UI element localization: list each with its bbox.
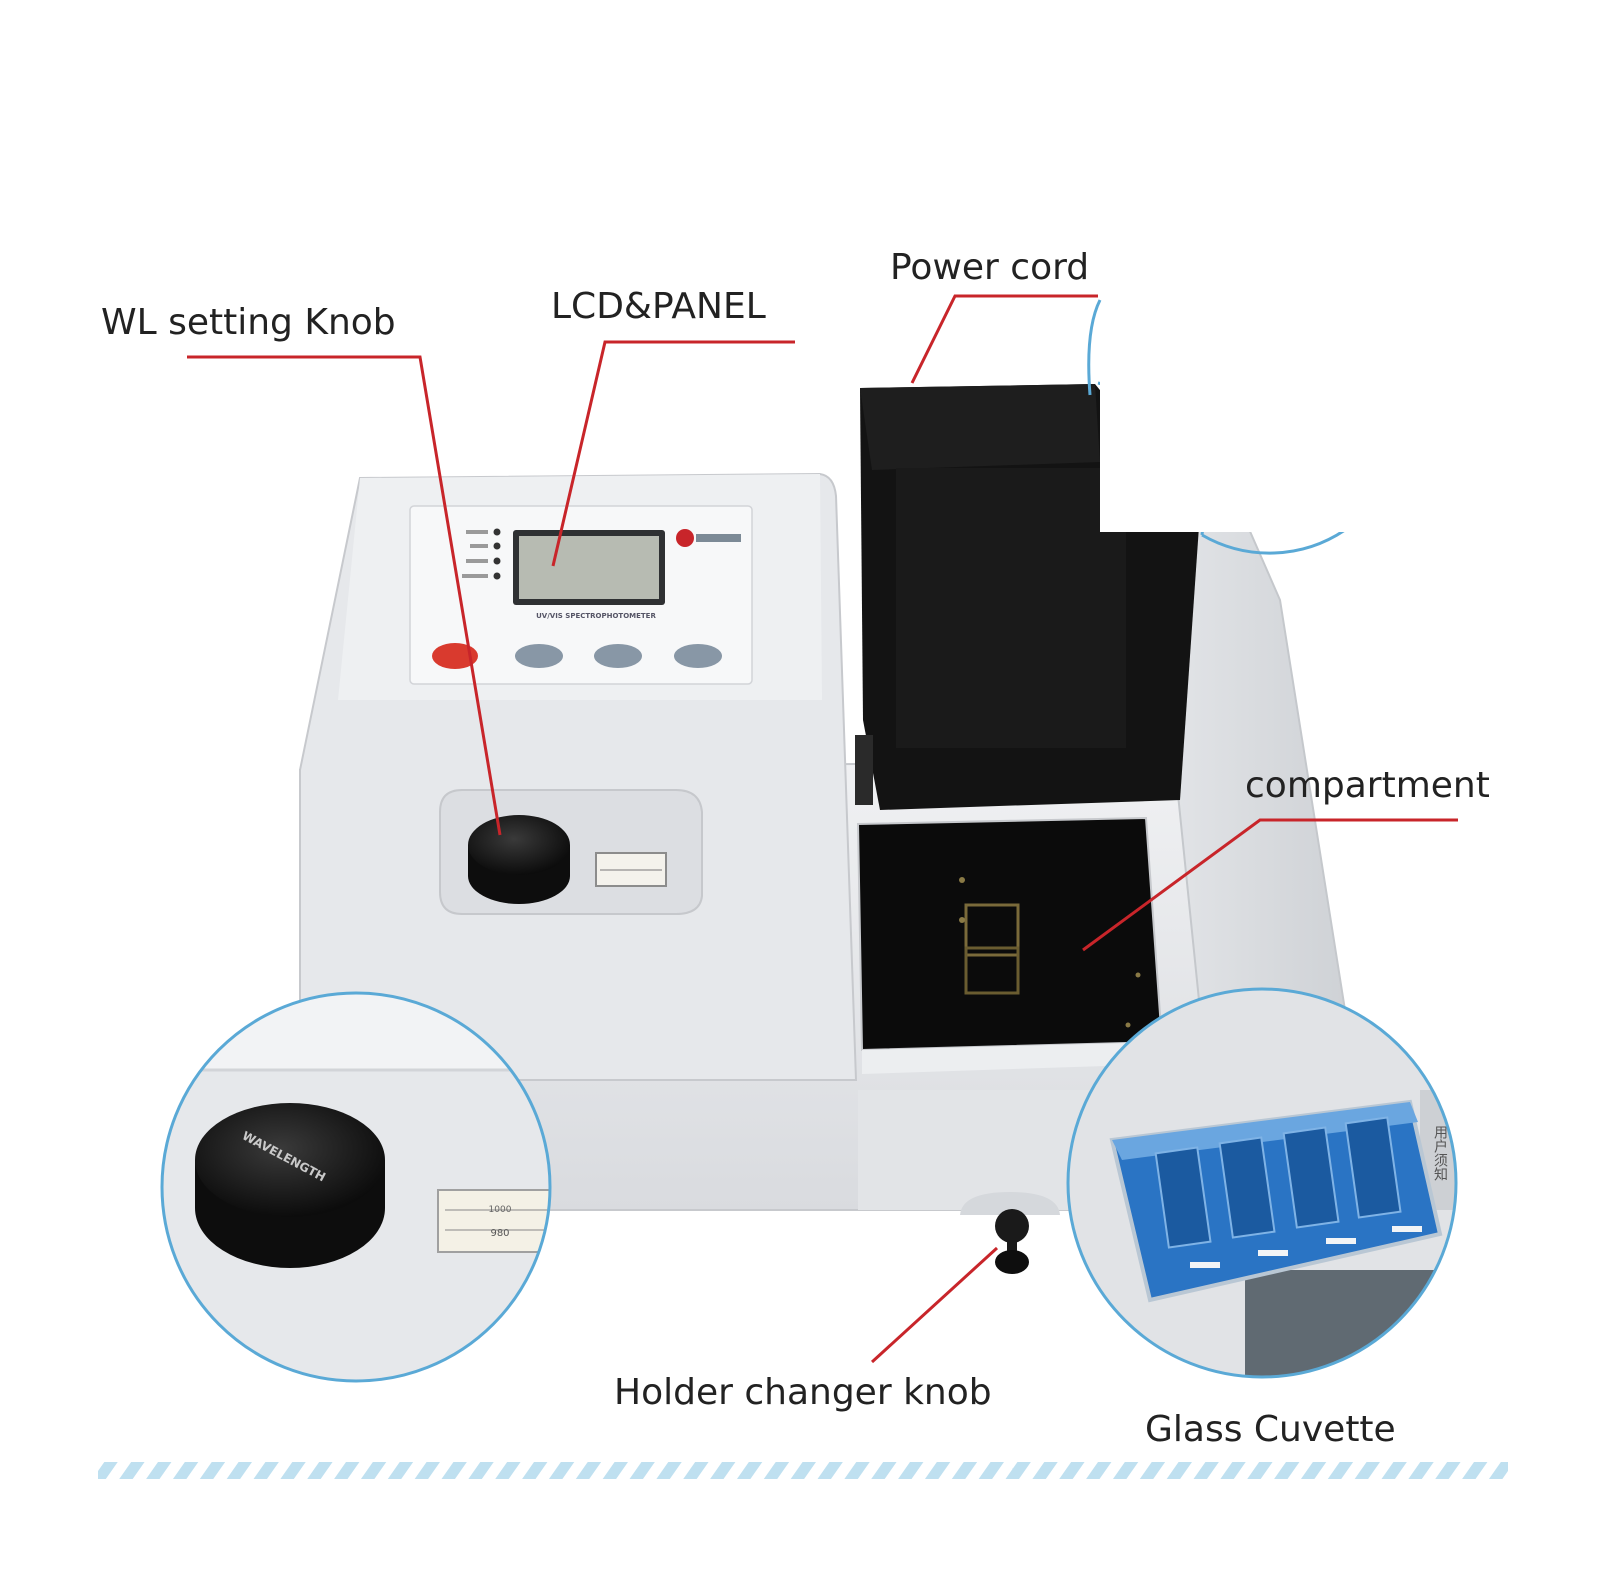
cuvette-holder: [959, 877, 1141, 1028]
mode-button[interactable]: [432, 643, 478, 669]
leader-holder-knob: [870, 1246, 999, 1364]
leader-compartment: [1082, 818, 1458, 952]
label-power-cord: Power cord: [890, 247, 1089, 288]
panel-button-3[interactable]: [674, 644, 722, 668]
cuvette-1: [1154, 1146, 1212, 1249]
leader-power-cord: [910, 294, 1098, 384]
panel-caption: UV/VIS SPECTROPHOTOMETER: [536, 612, 656, 620]
label-wl-setting-knob: WL setting Knob: [101, 302, 396, 343]
power-cord-zoom-ring: [1087, 288, 1600, 555]
cuvette-3: [1282, 1126, 1340, 1229]
label-holder-changer-knob: Holder changer knob: [614, 1372, 992, 1413]
scale-value-1: 1000: [489, 1205, 512, 1215]
stripe-divider: [98, 1462, 1508, 1479]
scale-value-2: 980: [490, 1228, 509, 1239]
sample-compartment: [856, 816, 1164, 1052]
leader-wl-knob: [187, 355, 502, 836]
manual-label: 用户须知: [1432, 1125, 1448, 1181]
leader-lines: [187, 294, 1458, 1364]
panel-button-2[interactable]: [594, 644, 642, 668]
wavelength-knob[interactable]: [468, 815, 570, 904]
label-glass-cuvette: Glass Cuvette: [1145, 1409, 1396, 1450]
brand-logo-icon: [676, 529, 741, 547]
label-compartment: compartment: [1245, 765, 1490, 806]
holder-changer-knob[interactable]: [960, 1192, 1060, 1274]
panel-button-1[interactable]: [515, 644, 563, 668]
cuvette-2: [1218, 1136, 1276, 1239]
status-leds: [462, 528, 501, 580]
cuvette-zoom-inset: 用户须知: [1066, 987, 1458, 1379]
leader-lcd: [551, 340, 795, 567]
label-lcd-panel: LCD&PANEL: [551, 286, 766, 327]
cuvette-case: [1109, 1099, 1443, 1303]
cuvette-4: [1344, 1116, 1402, 1219]
